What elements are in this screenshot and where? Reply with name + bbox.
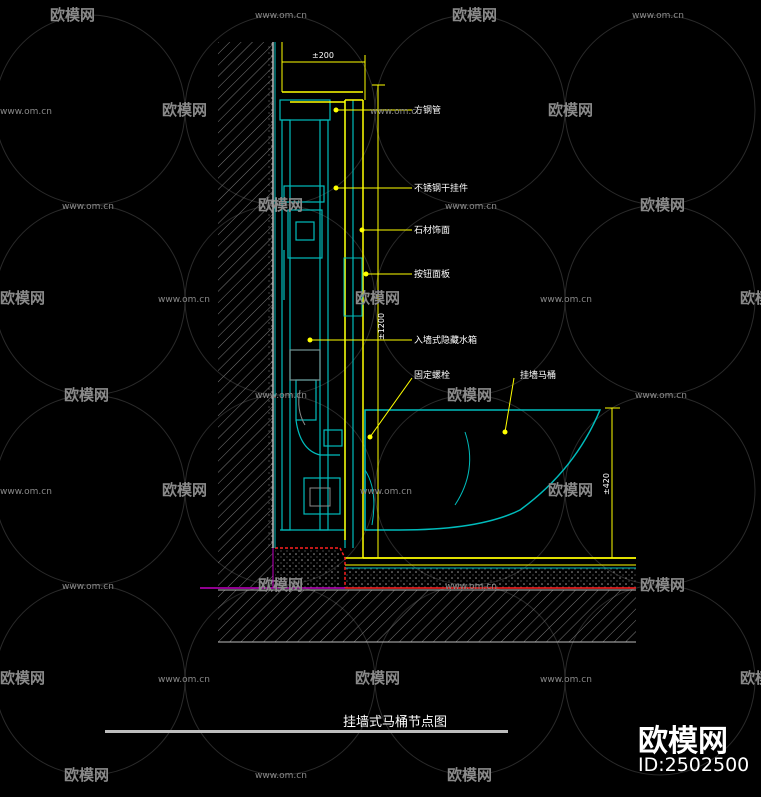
svg-text:欧模网: 欧模网 xyxy=(162,101,207,119)
leader-dots xyxy=(307,107,508,440)
svg-text:www.om.cn: www.om.cn xyxy=(540,675,592,685)
dimension-lines xyxy=(281,55,620,558)
drawing-title: 挂墙式马桶节点图 xyxy=(343,715,448,730)
brand-id: ID:2502500 xyxy=(638,754,750,776)
svg-text:www.om.cn: www.om.cn xyxy=(255,771,307,781)
svg-text:欧模网: 欧模网 xyxy=(162,481,207,499)
svg-text:www.om.cn: www.om.cn xyxy=(445,582,497,592)
svg-text:欧模网: 欧模网 xyxy=(740,289,761,307)
brand-logo: 欧模网 xyxy=(638,724,728,759)
svg-text:欧模网: 欧模网 xyxy=(355,289,400,307)
floor-corner-fill xyxy=(275,550,340,588)
svg-text:欧模网: 欧模网 xyxy=(64,386,109,404)
svg-text:欧模网: 欧模网 xyxy=(64,766,109,784)
svg-text:www.om.cn: www.om.cn xyxy=(255,391,307,401)
svg-text:www.om.cn: www.om.cn xyxy=(360,487,412,497)
label-square-tube: 方钢管 xyxy=(414,104,441,116)
svg-text:欧模网: 欧模网 xyxy=(447,386,492,404)
label-concealed-tank: 入墙式隐藏水箱 xyxy=(414,334,477,346)
svg-text:欧模网: 欧模网 xyxy=(452,6,497,24)
title-underline xyxy=(105,730,508,733)
svg-text:欧模网: 欧模网 xyxy=(548,101,593,119)
svg-text:欧模网: 欧模网 xyxy=(548,481,593,499)
dim-vertical-tall: ±1200 xyxy=(377,313,386,340)
svg-text:欧模网: 欧模网 xyxy=(447,766,492,784)
svg-text:www.om.cn: www.om.cn xyxy=(370,107,422,117)
svg-text:欧模网: 欧模网 xyxy=(740,669,761,687)
svg-text:欧模网: 欧模网 xyxy=(640,576,685,594)
svg-text:欧模网: 欧模网 xyxy=(50,6,95,24)
svg-text:欧模网: 欧模网 xyxy=(355,669,400,687)
wall-plaster xyxy=(268,42,274,548)
label-wall-toilet: 挂墙马桶 xyxy=(520,369,556,381)
back-wall xyxy=(218,42,273,587)
svg-text:欧模网: 欧模网 xyxy=(258,576,303,594)
label-button-panel: 按钮面板 xyxy=(414,268,450,280)
svg-text:www.om.cn: www.om.cn xyxy=(158,295,210,305)
button-panel xyxy=(343,257,363,317)
floor-slab xyxy=(218,590,636,642)
svg-text:欧模网: 欧模网 xyxy=(640,196,685,214)
svg-text:www.om.cn: www.om.cn xyxy=(62,582,114,592)
label-fixing-bolt: 固定螺栓 xyxy=(414,369,450,381)
toilet-bowl xyxy=(364,409,602,531)
stone-facing xyxy=(282,91,636,559)
svg-text:www.om.cn: www.om.cn xyxy=(62,202,114,212)
svg-text:www.om.cn: www.om.cn xyxy=(540,295,592,305)
svg-text:www.om.cn: www.om.cn xyxy=(0,107,52,117)
svg-text:欧模网: 欧模网 xyxy=(258,196,303,214)
svg-text:欧模网: 欧模网 xyxy=(0,289,45,307)
dim-top: ±200 xyxy=(312,51,334,60)
svg-text:www.om.cn: www.om.cn xyxy=(635,391,687,401)
svg-text:www.om.cn: www.om.cn xyxy=(255,11,307,21)
svg-text:www.om.cn: www.om.cn xyxy=(158,675,210,685)
dim-vertical-short: ±420 xyxy=(602,473,611,495)
svg-text:欧模网: 欧模网 xyxy=(0,669,45,687)
leader-lines xyxy=(310,109,515,438)
svg-text:www.om.cn: www.om.cn xyxy=(0,487,52,497)
floor-screed xyxy=(345,568,636,588)
svg-text:www.om.cn: www.om.cn xyxy=(632,11,684,21)
carrier-frame xyxy=(279,99,354,548)
label-stone-facing: 石材饰面 xyxy=(414,224,450,236)
watermark-tiles: 欧模网 欧模网 www.om.cn www.om.cn 欧模网 欧模网 www.… xyxy=(0,6,761,784)
svg-text:www.om.cn: www.om.cn xyxy=(445,202,497,212)
label-stainless-hanger: 不锈钢干挂件 xyxy=(414,182,468,194)
